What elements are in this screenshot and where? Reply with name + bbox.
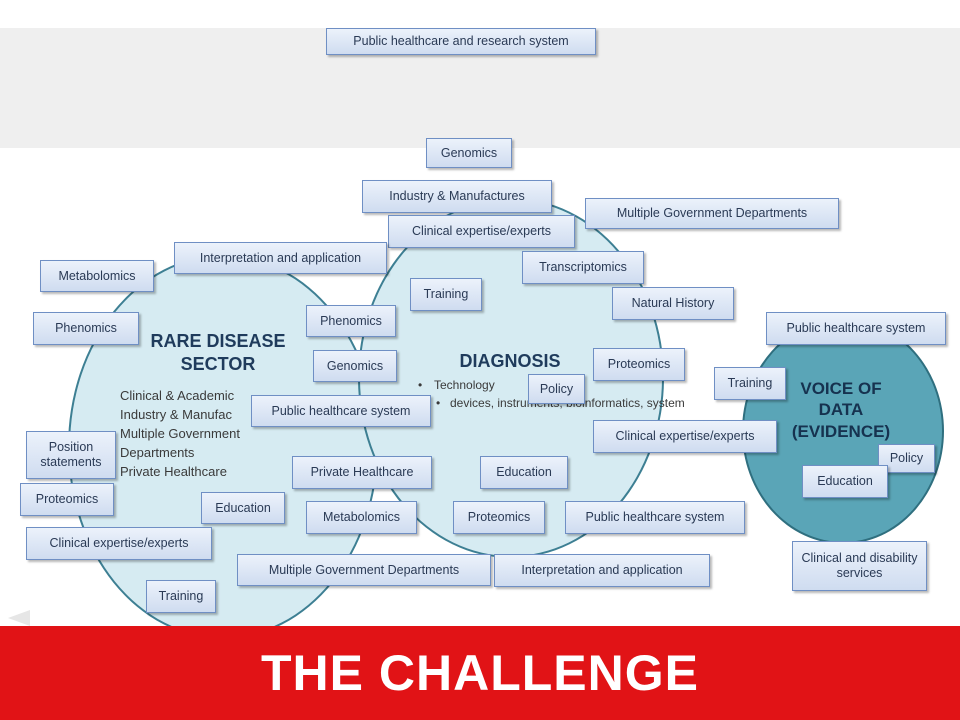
education-box: Education — [802, 465, 888, 498]
training-box: Training — [146, 580, 216, 613]
policy-box: Policy — [528, 374, 585, 404]
interpretation-box: Interpretation and application — [494, 554, 710, 587]
proteomics-box: Proteomics — [593, 348, 685, 381]
metabolomics-box: Metabolomics — [40, 260, 154, 292]
private-healthcare-box: Private Healthcare — [292, 456, 432, 489]
position-statements-box: Position statements — [26, 431, 116, 479]
challenge-banner: THE CHALLENGE — [0, 626, 960, 720]
multiple-government-box: Multiple Government Departments — [237, 554, 491, 586]
rare-disease-item: Departments — [120, 445, 195, 460]
back-arrow-icon — [8, 610, 30, 626]
policy-box: Policy — [878, 444, 935, 473]
rare-disease-item: Clinical & Academic — [120, 388, 235, 403]
public-healthcare-box: Public healthcare system — [251, 395, 431, 427]
genomics-box: Genomics — [313, 350, 397, 382]
clinical-expertise-box: Clinical expertise/experts — [26, 527, 212, 560]
transcriptomics-box: Transcriptomics — [522, 251, 644, 284]
training-box: Training — [714, 367, 786, 400]
genomics-box: Genomics — [426, 138, 512, 168]
rare-disease-item: Industry & Manufac — [120, 407, 232, 422]
rare-disease-list: Clinical & Academic Industry & Manufac M… — [120, 386, 270, 481]
phenomics-box: Phenomics — [306, 305, 396, 337]
clinical-expertise-box: Clinical expertise/experts — [593, 420, 777, 453]
clinical-disability-box: Clinical and disability services — [792, 541, 927, 591]
education-box: Education — [480, 456, 568, 489]
industry-box: Industry & Manufactures — [362, 180, 552, 213]
rare-disease-title: RARE DISEASE SECTOR — [150, 331, 286, 374]
proteomics-box: Proteomics — [453, 501, 545, 534]
phenomics-box: Phenomics — [33, 312, 139, 345]
public-healthcare-box: Public healthcare system — [565, 501, 745, 534]
clinical-expertise-box: Clinical expertise/experts — [388, 215, 575, 248]
proteomics-box: Proteomics — [20, 483, 114, 516]
education-box: Education — [201, 492, 285, 524]
diagnosis-bullet: Technology — [418, 376, 596, 394]
public-healthcare-box: Public healthcare system — [766, 312, 946, 345]
banner-title: THE CHALLENGE — [261, 645, 699, 701]
top-label-box: Public healthcare and research system — [326, 28, 596, 55]
interpretation-box: Interpretation and application — [174, 242, 387, 274]
diagnosis-title: DIAGNOSIS — [459, 351, 561, 371]
training-box: Training — [410, 278, 482, 311]
natural-history-box: Natural History — [612, 287, 734, 320]
rare-disease-item: Private Healthcare — [120, 464, 227, 479]
multiple-government-box: Multiple Government Departments — [585, 198, 839, 229]
metabolomics-box: Metabolomics — [306, 501, 417, 534]
rare-disease-item: Multiple Government — [120, 426, 240, 441]
voice-of-data-title: VOICE OF DATA (EVIDENCE) — [791, 379, 891, 441]
